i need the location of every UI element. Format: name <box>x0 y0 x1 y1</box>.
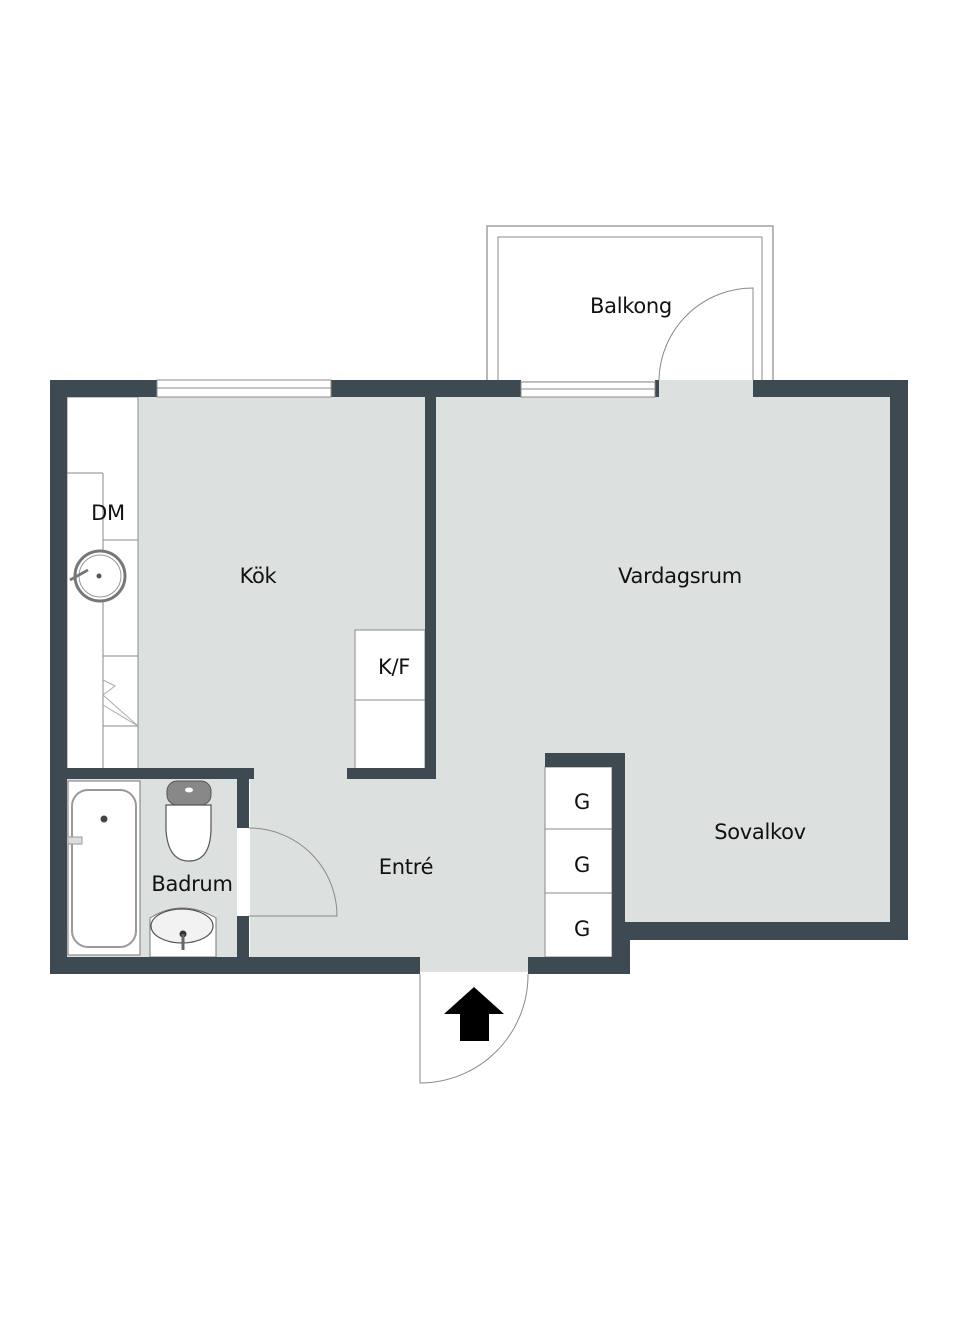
front-door <box>419 973 529 1084</box>
doors <box>248 287 754 1084</box>
room-label-kok: Kök <box>239 564 277 588</box>
toilet-icon <box>165 780 212 862</box>
fixture-label-dishwasher: DM <box>91 501 125 525</box>
entrance-arrow-icon <box>444 987 504 1041</box>
windows <box>156 379 656 398</box>
fixture-label-wardrobe-2: G <box>574 853 590 877</box>
kitchen-sink-icon <box>69 549 127 603</box>
bathtub-icon <box>67 780 141 956</box>
room-label-badrum: Badrum <box>151 872 233 896</box>
room-label-sovalkov: Sovalkov <box>714 820 806 844</box>
room-label-vardagsrum: Vardagsrum <box>618 564 742 588</box>
fixture-label-wardrobe-1: G <box>574 790 590 814</box>
room-label-entre: Entré <box>378 855 434 879</box>
balcony-door <box>658 287 754 380</box>
walls <box>50 380 908 974</box>
fixture-label-wardrobe-3: G <box>574 917 590 941</box>
fixture-label-fridge-freezer: K/F <box>377 655 411 679</box>
bathroom-sink-icon <box>149 907 217 958</box>
bathroom-door <box>248 827 338 917</box>
balcony <box>486 225 774 383</box>
room-label-balkong: Balkong <box>590 294 672 318</box>
fridge <box>354 629 426 772</box>
